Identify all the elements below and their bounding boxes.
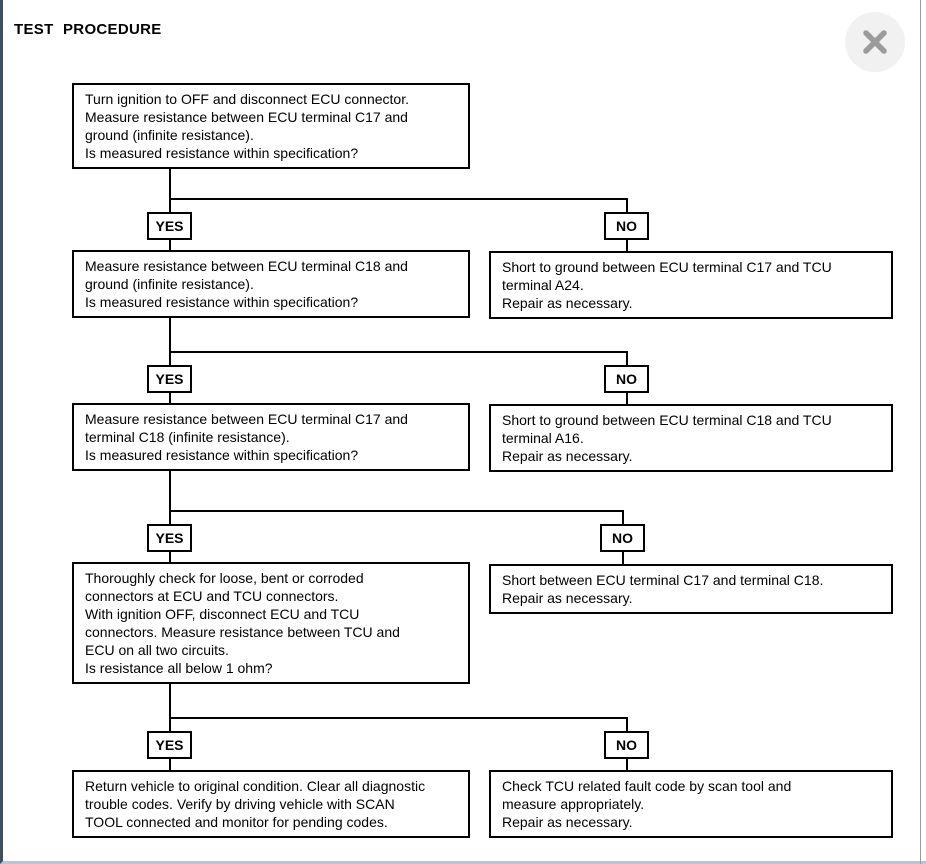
flow-fix-2: Short to ground between ECU terminal C18… xyxy=(489,404,893,472)
no-label-3: NO xyxy=(600,524,645,552)
connector-line xyxy=(626,755,628,774)
connector-line xyxy=(626,351,628,369)
connector-line xyxy=(169,471,171,527)
connector-line xyxy=(169,389,171,407)
connector-line xyxy=(169,755,171,774)
connector-line xyxy=(169,677,171,734)
no-label-4: NO xyxy=(604,731,649,759)
connector-line xyxy=(626,236,628,255)
connector-line xyxy=(622,510,624,528)
close-icon xyxy=(863,30,887,54)
flow-fix-1: Short to ground between ECU terminal C17… xyxy=(489,251,893,319)
yes-label-1: YES xyxy=(147,212,192,240)
connector-line xyxy=(169,318,171,368)
connector-line xyxy=(169,510,624,512)
flow-fix-3: Short between ECU terminal C17 and termi… xyxy=(489,564,893,614)
flow-step-4: Thoroughly check for loose, bent or corr… xyxy=(72,562,470,684)
connector-line xyxy=(626,389,628,408)
flow-step-2: Measure resistance between ECU terminal … xyxy=(72,250,470,318)
close-button[interactable] xyxy=(845,12,905,72)
connector-line xyxy=(169,717,628,719)
connector-line xyxy=(626,717,628,735)
connector-line xyxy=(169,198,628,200)
panel-right-edge xyxy=(920,0,921,864)
connector-line xyxy=(169,236,171,254)
connector-line xyxy=(626,198,628,216)
flow-step-5: Return vehicle to original condition. Cl… xyxy=(72,770,470,838)
flow-step-1: Turn ignition to OFF and disconnect ECU … xyxy=(72,83,470,169)
flow-fix-4: Check TCU related fault code by scan too… xyxy=(489,770,893,838)
connector-line xyxy=(169,548,171,566)
page-title: TEST PROCEDURE xyxy=(14,21,162,38)
connector-line xyxy=(622,548,624,568)
no-label-2: NO xyxy=(604,365,649,393)
yes-label-2: YES xyxy=(147,365,192,393)
connector-line xyxy=(169,351,628,353)
yes-label-4: YES xyxy=(147,731,192,759)
yes-label-3: YES xyxy=(147,524,192,552)
flow-step-3: Measure resistance between ECU terminal … xyxy=(72,403,470,471)
no-label-1: NO xyxy=(604,212,649,240)
connector-line xyxy=(169,165,171,215)
